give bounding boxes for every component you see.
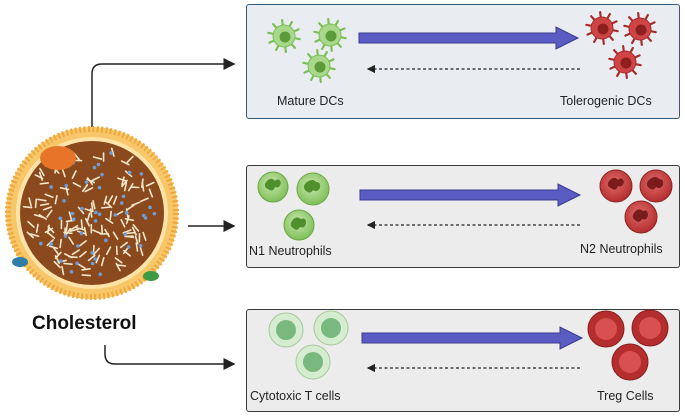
t-cell-icon — [587, 310, 625, 348]
t-cell-icon — [268, 312, 304, 348]
neutrophil-icon — [283, 209, 315, 241]
dendritic-cell-icon — [608, 45, 642, 79]
connector-to-tcell — [104, 345, 236, 370]
neutrophil-icon — [639, 169, 673, 203]
n1-neutrophils-label: N1 Neutrophils — [249, 244, 332, 258]
tcell-forward-arrow — [361, 326, 584, 350]
n1-neutrophil-cluster — [257, 171, 330, 241]
mature-dcs-label: Mature DCs — [277, 94, 344, 108]
cholesterol-label: Cholesterol — [32, 313, 137, 334]
dendritic-cell-icon — [623, 12, 657, 46]
tolerogenic-dcs-label: Tolerogenic DCs — [560, 94, 652, 108]
mature-dc-cluster — [267, 18, 347, 83]
neutrophil-icon — [257, 171, 289, 203]
treg-cells-label: Treg Cells — [597, 389, 654, 403]
n2-neutrophil-cluster — [599, 169, 673, 234]
dc-forward-arrow — [358, 26, 580, 50]
treg-cell-cluster — [587, 309, 669, 381]
dendritic-cell-icon — [313, 18, 347, 52]
connector-to-dc — [91, 58, 236, 128]
t-cell-icon — [631, 309, 669, 347]
tolerogenic-dc-cluster — [585, 11, 657, 79]
dendritic-cell-icon — [302, 49, 336, 83]
t-cell-icon — [313, 310, 349, 346]
cytotoxic-t-cell-cluster — [268, 310, 349, 380]
dendritic-cell-icon — [585, 11, 619, 45]
dendritic-cell-icon — [267, 19, 301, 53]
t-cell-icon — [611, 343, 649, 381]
cytotoxic-t-cells-label: Cytotoxic T cells — [250, 389, 341, 403]
n2-neutrophils-label: N2 Neutrophils — [580, 242, 663, 256]
neutrophil-icon — [599, 169, 633, 203]
t-cell-icon — [295, 344, 331, 380]
neutrophil-icon — [296, 172, 330, 206]
neutrophil-icon — [624, 200, 658, 234]
cholesterol-particle-icon — [5, 126, 179, 300]
neutrophil-forward-arrow — [359, 183, 582, 207]
